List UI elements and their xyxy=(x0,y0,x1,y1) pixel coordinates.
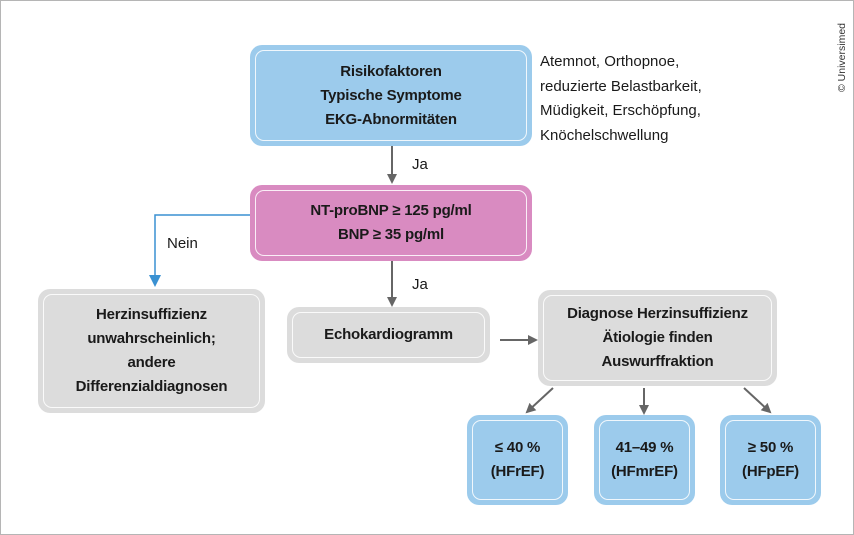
arrow-no xyxy=(149,214,250,287)
label-no: Nein xyxy=(167,235,198,252)
node-echo: Echokardiogramm xyxy=(287,307,490,363)
label-yes-2: Ja xyxy=(412,276,428,293)
node-hfref: ≤ 40 %(HFrEF) xyxy=(467,415,568,505)
arrow-to-hfpef xyxy=(743,387,772,414)
arrow-to-hfref xyxy=(525,387,554,414)
node-hfmref: 41–49 %(HFmrEF) xyxy=(594,415,695,505)
label-yes-1: Ja xyxy=(412,156,428,173)
symptoms-note: Atemnot, Orthopnoe,reduzierte Belastbark… xyxy=(540,53,702,144)
node-hfpef: ≥ 50 %(HFpEF) xyxy=(720,415,821,505)
